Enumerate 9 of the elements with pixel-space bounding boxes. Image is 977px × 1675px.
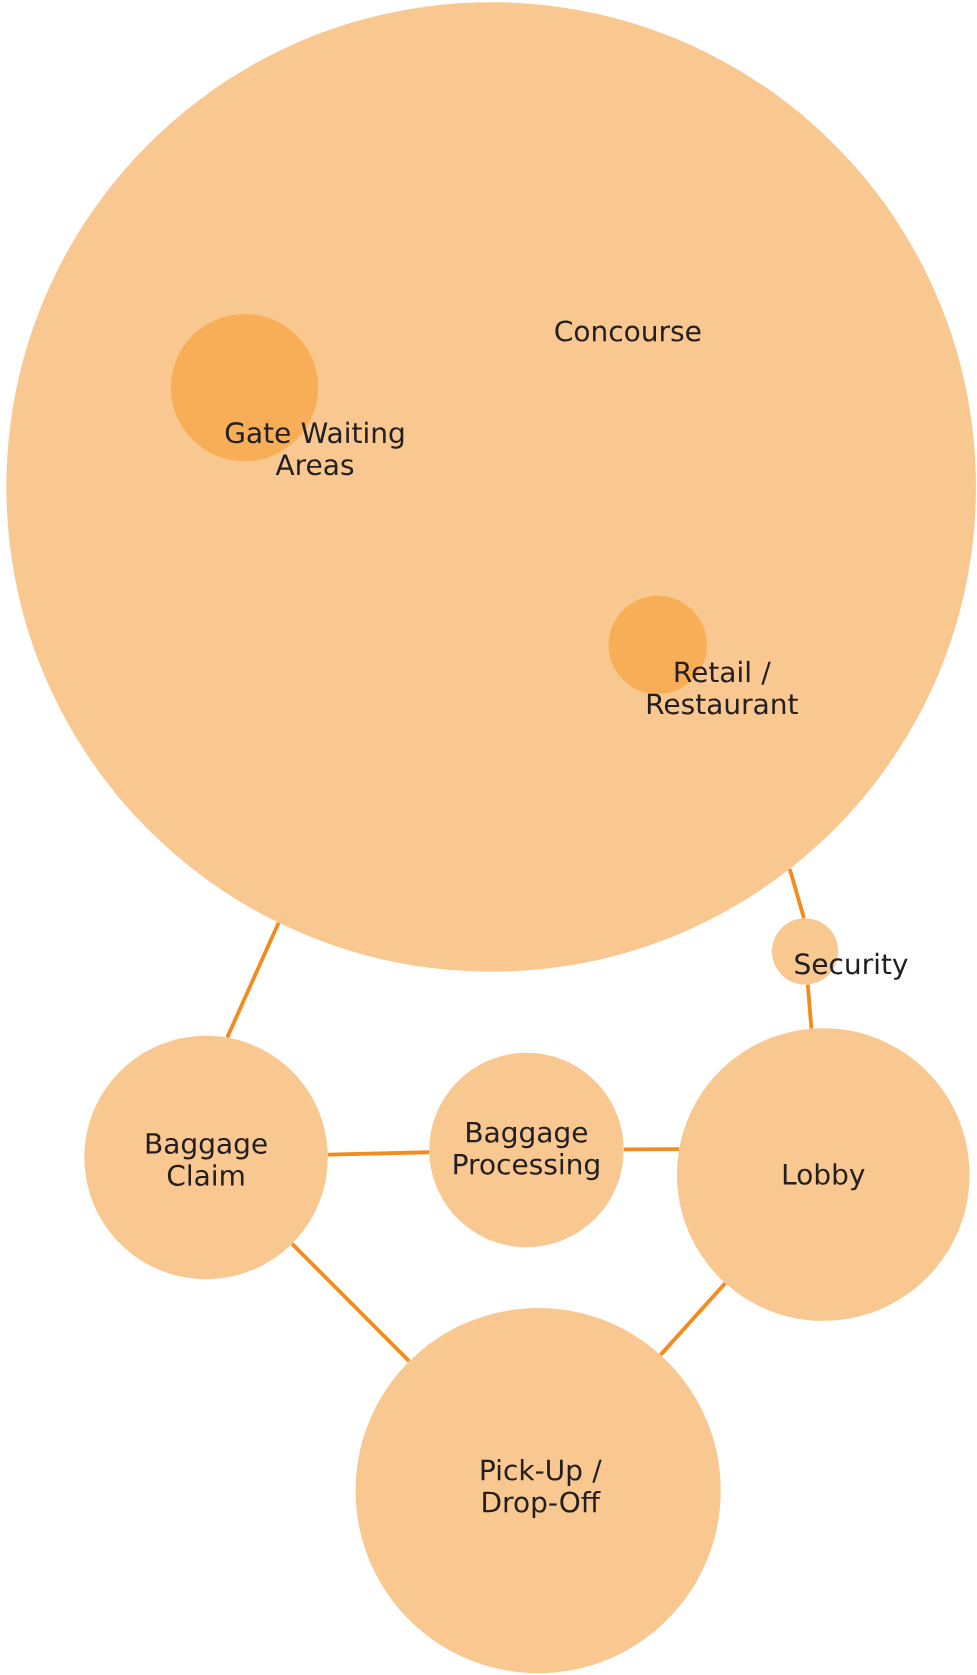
connector-line xyxy=(787,868,806,919)
connector-line xyxy=(623,1147,679,1152)
connector-line xyxy=(327,1150,430,1157)
connector-line xyxy=(290,1242,411,1363)
connector-line xyxy=(805,984,814,1029)
connector-line xyxy=(659,1282,727,1357)
node-label: Areas xyxy=(275,454,354,476)
connector-line xyxy=(225,922,281,1039)
node-label: Restaurant xyxy=(647,693,798,715)
